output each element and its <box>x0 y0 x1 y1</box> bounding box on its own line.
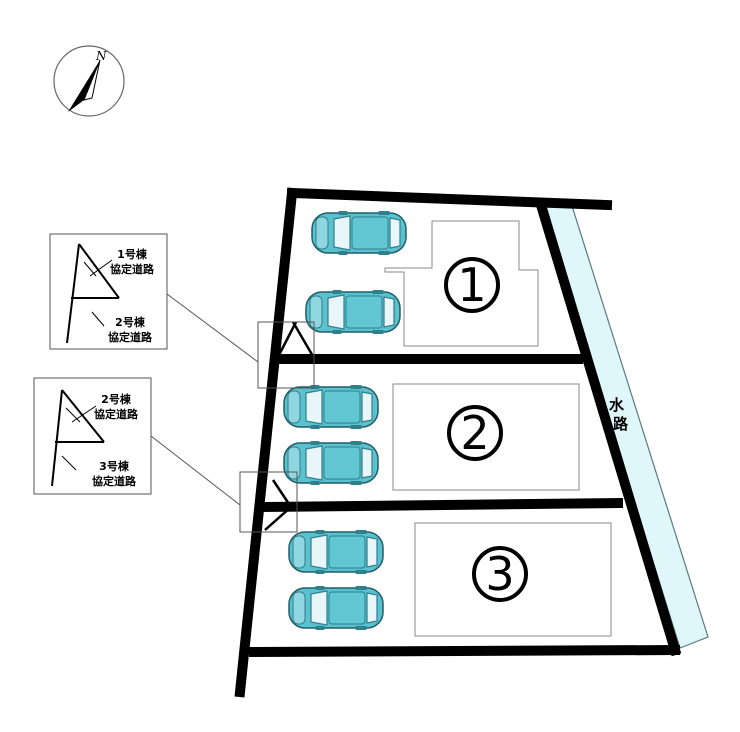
inset-2-bottom-line2: 協定道路 <box>92 474 137 488</box>
inset-2-top-line1: 2号棟 <box>101 392 132 406</box>
boundary-north <box>286 187 613 211</box>
north-arrow-icon <box>68 60 100 112</box>
lot-number-1: 1 <box>444 257 500 313</box>
building-footprint-1 <box>384 220 539 347</box>
inset-2-bottom-line1: 3号棟 <box>99 459 130 473</box>
waterway-char-1: 水 <box>609 396 625 414</box>
boundary-east <box>534 198 682 657</box>
inset-1-bottom-line1: 2号棟 <box>115 315 146 329</box>
leader-line-1 <box>166 293 259 363</box>
detail-marker-1 <box>257 321 315 389</box>
inset-detail-2: 2号棟 協定道路 3号棟 協定道路 <box>33 377 152 495</box>
car-icon <box>311 210 407 256</box>
inset-1-bottom-line2: 協定道路 <box>108 330 153 344</box>
north-arrow-icon-outline <box>83 59 101 101</box>
lot-boundaries <box>234 187 682 698</box>
lot-number-3: 3 <box>472 546 528 602</box>
boundary-lot2-lot3 <box>261 497 624 513</box>
building-footprint-2 <box>392 383 580 491</box>
car-icon <box>283 384 379 430</box>
leader-line-2 <box>150 435 241 506</box>
car-icon <box>288 529 384 575</box>
lot-number-2: 2 <box>447 405 503 461</box>
detail-marker-2 <box>239 471 298 533</box>
car-icon <box>288 585 384 631</box>
inset-1-top-line1: 1号棟 <box>117 247 148 261</box>
svg-text:3: 3 <box>485 547 514 601</box>
boundary-west <box>234 187 298 698</box>
inset-2-top-line2: 協定道路 <box>94 407 139 421</box>
waterway-char-2: 路 <box>613 415 629 433</box>
building-footprint-3 <box>414 522 612 637</box>
car-icon <box>305 289 401 335</box>
svg-text:1: 1 <box>457 258 486 312</box>
compass-north-label: N <box>95 49 107 63</box>
inset-detail-1: 1号棟 協定道路 2号棟 協定道路 <box>49 233 168 350</box>
boundary-south <box>248 644 681 658</box>
compass: N <box>53 45 125 117</box>
agreement-road-marks <box>264 321 316 531</box>
car-icon <box>283 440 379 486</box>
inset-1-top-line2: 協定道路 <box>110 262 155 276</box>
svg-text:2: 2 <box>460 406 489 460</box>
